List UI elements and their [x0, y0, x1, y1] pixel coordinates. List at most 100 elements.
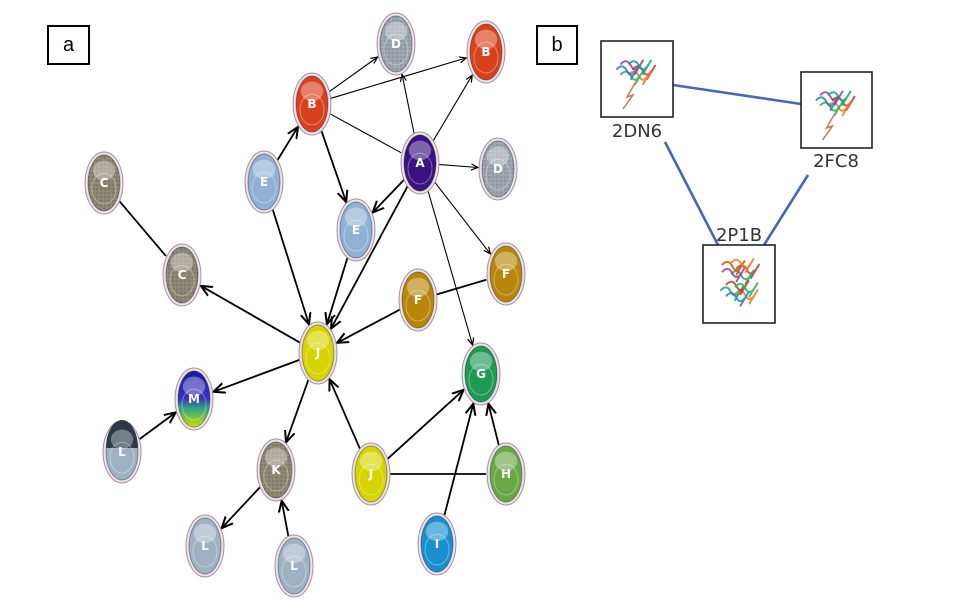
edge-h-g [488, 404, 500, 447]
node-ring [91, 172, 117, 205]
strand-tail [622, 82, 636, 110]
edge-j2-j1 [330, 379, 362, 451]
node-b2: B [466, 20, 506, 84]
node-l2: L [185, 514, 225, 578]
node-body [403, 134, 437, 192]
node-ring [281, 555, 307, 588]
node-label: I [435, 537, 439, 551]
network-b-edges [663, 83, 810, 246]
node-l3: L [274, 534, 314, 598]
node-label: L [201, 539, 209, 553]
node-highlight [425, 521, 449, 542]
node-body [469, 23, 503, 81]
node-highlight [474, 29, 498, 50]
node-ring [473, 41, 499, 74]
edge-l3-k [282, 501, 289, 538]
node-texture [260, 442, 292, 498]
edge-b1-e2 [320, 129, 346, 202]
node-ring [169, 264, 195, 297]
node-e1: E [244, 150, 284, 214]
node-label: J [315, 346, 320, 360]
strand-tail [821, 113, 836, 141]
node-c2: C [162, 243, 202, 307]
strand [827, 90, 852, 106]
node-ring [485, 158, 511, 191]
structure-label: 2DN6 [612, 121, 662, 142]
node-label: H [501, 467, 511, 481]
node-body [489, 245, 523, 303]
node-label: L [118, 445, 126, 459]
node-k: K [256, 438, 296, 502]
node-body [177, 370, 211, 428]
node-cap [106, 420, 138, 448]
edge-a-f2 [433, 181, 490, 254]
edge-f1-f2 [435, 278, 487, 296]
strand [734, 282, 759, 298]
node-highlight [110, 429, 134, 450]
node-texture [166, 247, 198, 303]
node-highlight [406, 277, 430, 298]
node-body [188, 517, 222, 575]
node-2dn6: 2DN6 [600, 40, 674, 142]
node-label: B [307, 97, 316, 111]
node-highlight [264, 447, 288, 468]
node-ring [263, 459, 289, 492]
node-h: H [486, 442, 526, 506]
edge-f1-j1 [337, 308, 402, 343]
edge-a-g [427, 189, 473, 345]
node-d2: D [478, 137, 518, 201]
node-b1: B [292, 72, 332, 136]
node-label: J [368, 467, 373, 481]
node-c1: C [84, 151, 124, 215]
node-label: E [260, 175, 268, 189]
node-highlight [494, 251, 518, 272]
edge-k-l2 [222, 485, 262, 528]
node-ring [424, 533, 450, 566]
strand [730, 269, 755, 285]
node-l1: L [102, 420, 142, 484]
network-a-edges [118, 57, 500, 538]
node-highlight [469, 351, 493, 372]
node-ring [181, 388, 207, 421]
panel-a-label: a [47, 25, 90, 65]
strand [628, 59, 652, 75]
node-label: L [290, 559, 298, 573]
edge-e1-b1 [276, 127, 298, 162]
node-highlight [306, 330, 330, 351]
edge-2dn6-2p1b [663, 141, 720, 246]
strand [725, 280, 750, 296]
node-label: C [178, 268, 187, 282]
node-highlight [494, 451, 518, 472]
protein-complex-icon [720, 258, 760, 307]
protein-structure-icon [815, 90, 856, 141]
node-ring [192, 535, 218, 568]
node-body [301, 324, 335, 382]
edge-b1-b2 [329, 58, 467, 100]
node-f1: F [398, 268, 438, 332]
edge-a-e2 [373, 178, 406, 213]
strand [819, 90, 844, 106]
node-highlight [384, 21, 408, 42]
edge-c1-c2 [118, 199, 167, 257]
node-highlight [408, 140, 432, 161]
node-a: A [400, 131, 440, 195]
node-body [277, 537, 311, 595]
node-texture [88, 155, 120, 211]
node-g: G [461, 342, 501, 406]
strand [721, 260, 746, 276]
node-body [464, 345, 498, 403]
strand [720, 285, 744, 301]
node-label: D [493, 162, 503, 176]
node-highlight [193, 523, 217, 544]
edge-j1-m [214, 358, 301, 392]
node-m: M [174, 367, 214, 431]
node-ring [343, 219, 369, 252]
node-ring [493, 463, 519, 496]
edge-a-b2 [432, 75, 473, 142]
node-label: E [352, 223, 360, 237]
node-ring [299, 93, 325, 126]
structure-label: 2FC8 [813, 151, 859, 172]
node-body [420, 515, 454, 573]
